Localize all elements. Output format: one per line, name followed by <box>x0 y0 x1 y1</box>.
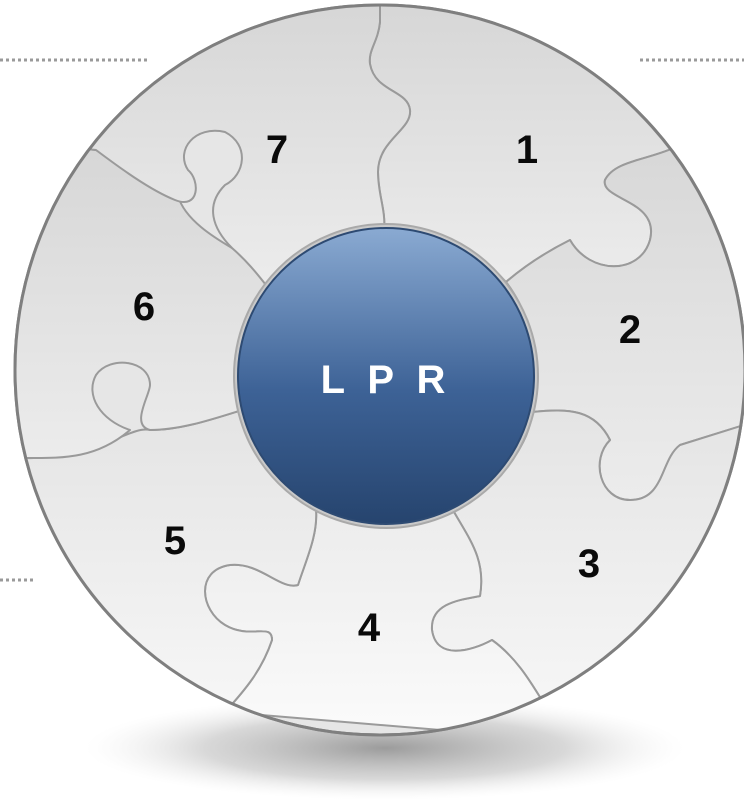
piece-label-6: 6 <box>133 285 155 329</box>
piece-label-1: 1 <box>516 128 538 172</box>
piece-label-3: 3 <box>578 542 600 586</box>
puzzle-piece-6 <box>15 139 267 461</box>
hub-circle <box>237 227 535 525</box>
disk-rim <box>13 3 744 737</box>
piece-label-2: 2 <box>619 308 641 352</box>
floor-shadow <box>85 696 685 800</box>
piece-label-7: 7 <box>266 128 288 172</box>
hub-label: L P R <box>321 358 452 402</box>
piece-label-5: 5 <box>164 519 186 563</box>
piece-label-4: 4 <box>358 606 381 650</box>
